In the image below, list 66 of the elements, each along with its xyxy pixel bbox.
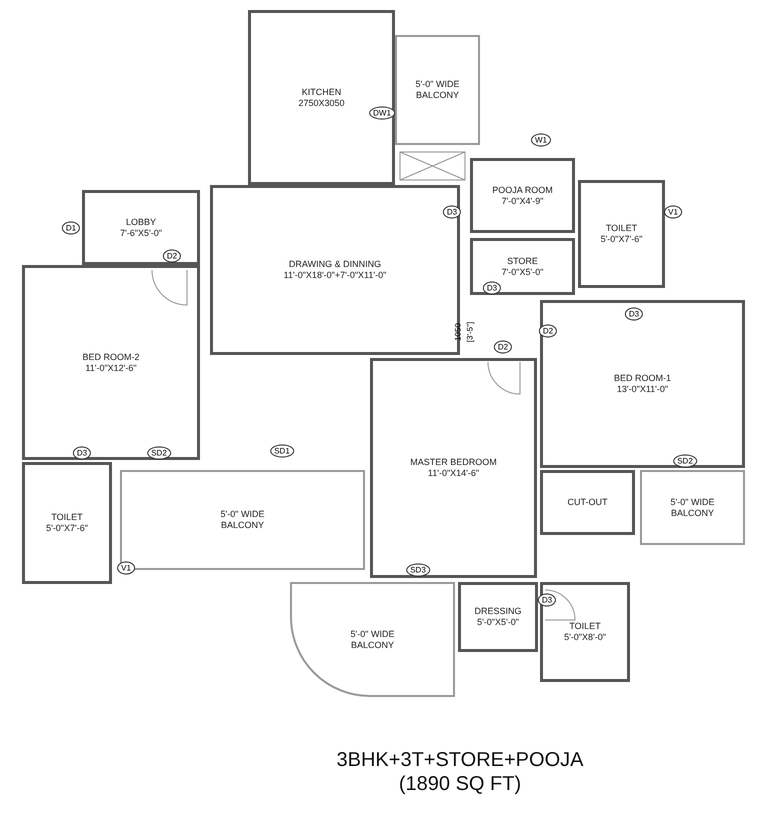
room-area — [540, 582, 630, 682]
balcony-area — [290, 582, 455, 697]
opening-tag: SD2 — [147, 446, 171, 460]
room-dimensions: 7'-0"X5'-0" — [502, 266, 544, 278]
opening-tag: D2 — [538, 324, 558, 338]
room-dimensions: 5'-0"X7'-6" — [46, 523, 88, 534]
room-dimensions: 13'-0"X11'-0" — [616, 384, 668, 395]
room-name: KITCHEN — [302, 86, 342, 98]
opening-tag: SD2 — [673, 454, 697, 468]
room-area — [210, 185, 460, 355]
opening-tag: D3 — [72, 446, 92, 460]
room-dimensions: 7'-6"X5'-0" — [120, 228, 162, 238]
room-dimensions: 11'-0"X18'-0"+7'-0"X11'-0" — [284, 270, 386, 281]
room-name: LOBBY — [126, 216, 156, 228]
room-name: POOJA ROOM — [492, 184, 553, 196]
room-area — [458, 582, 538, 652]
room-area — [578, 180, 665, 288]
plan-title: 3BHK+3T+STORE+POOJA (1890 SQ FT) — [336, 748, 584, 796]
opening-tag: D3 — [624, 308, 644, 320]
balcony-area — [640, 470, 745, 545]
room-name: DRAWING & DINNING — [288, 259, 382, 270]
room-area — [370, 358, 537, 578]
room-label: 5'-0" WIDE BALCONY — [414, 79, 460, 101]
room-dimensions: 5'-0"X7'-6" — [600, 234, 642, 245]
room-name: DRESSING — [474, 606, 522, 617]
room-label: 5'-0" WIDE BALCONY — [350, 628, 396, 650]
opening-tag: D3 — [482, 282, 502, 294]
room-area — [82, 190, 200, 265]
room-name: BED ROOM-1 — [614, 373, 671, 384]
opening-tag: D1 — [62, 222, 80, 234]
room-name: TOILET — [51, 512, 83, 523]
opening-tag: D3 — [538, 594, 556, 606]
room-name: TOILET — [569, 621, 601, 632]
opening-tag: SD1 — [270, 444, 294, 458]
room-label: CUT-OUT — [568, 497, 608, 508]
room-name: STORE — [507, 256, 538, 266]
room-area — [22, 462, 112, 584]
room-dimensions: 5'-0"X5'-0" — [477, 617, 519, 628]
room-label: 5'-0" WIDE BALCONY — [670, 496, 716, 518]
opening-tag: W1 — [531, 134, 551, 146]
room-name: MASTER BEDROOM — [410, 457, 497, 468]
room-name: BED ROOM-2 — [82, 352, 140, 362]
opening-tag: V1 — [117, 562, 135, 574]
room-area — [470, 238, 575, 295]
balcony-area — [395, 35, 480, 145]
dimension-text: [3'-5"] — [466, 322, 474, 342]
room-area — [22, 265, 200, 460]
room-area — [248, 10, 395, 185]
room-dimensions: 11'-0"X12'-6" — [85, 362, 137, 374]
room-label: 5'-0" WIDE BALCONY — [220, 509, 266, 531]
room-dimensions: 2750X3050 — [298, 98, 345, 108]
opening-tag: SD3 — [406, 564, 430, 576]
room-dimensions: 5'-0"X8'-0" — [564, 632, 606, 643]
dimension-text: 1050 — [454, 323, 462, 341]
opening-tag: V1 — [664, 206, 682, 218]
opening-tag: D2 — [162, 250, 182, 262]
balcony-area — [120, 470, 365, 570]
room-dimensions: 7'-0"X4'-9" — [502, 196, 544, 206]
opening-tag: D2 — [494, 340, 512, 354]
room-area — [470, 158, 575, 233]
room-dimensions: 11'-0"X14'-6" — [428, 468, 480, 479]
opening-tag: DW1 — [369, 106, 395, 120]
opening-tag: D3 — [442, 206, 462, 218]
room-area — [540, 300, 745, 468]
room-area — [540, 470, 635, 535]
room-name: TOILET — [606, 223, 638, 234]
